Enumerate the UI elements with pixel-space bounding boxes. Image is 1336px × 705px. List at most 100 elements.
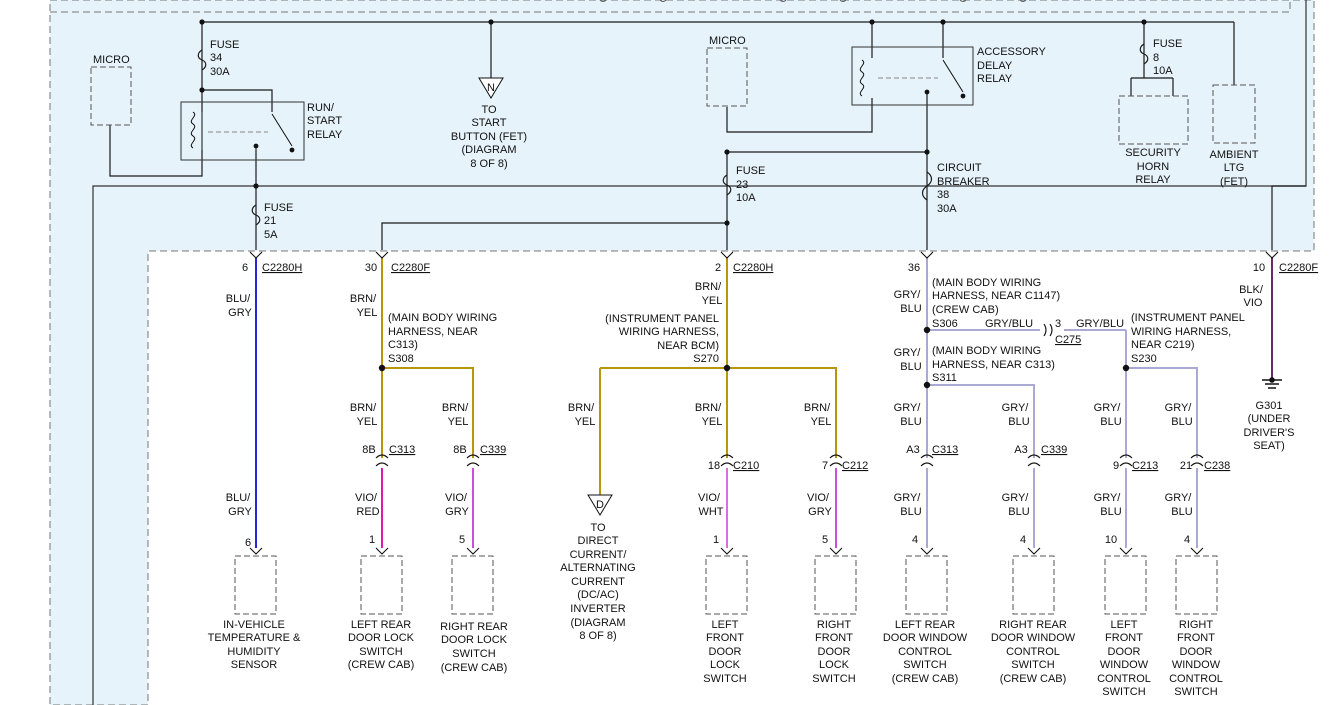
svg-text:SWITCH: SWITCH <box>1102 686 1145 698</box>
svg-text:DOOR WINDOW: DOOR WINDOW <box>991 632 1076 644</box>
svg-text:DOOR WINDOW: DOOR WINDOW <box>883 632 968 644</box>
svg-text:VIO: VIO <box>1244 297 1263 309</box>
svg-text:SWITCH: SWITCH <box>703 673 746 685</box>
svg-text:(CREW CAB): (CREW CAB) <box>892 673 959 685</box>
svg-text:21: 21 <box>1180 460 1192 472</box>
svg-text:RUN/: RUN/ <box>307 102 335 114</box>
svg-text:HARNESS, NEAR C313): HARNESS, NEAR C313) <box>932 359 1055 371</box>
svg-text:BLU: BLU <box>1100 506 1121 518</box>
svg-text:SEAT): SEAT) <box>1253 440 1285 452</box>
component-boxes <box>234 555 1218 615</box>
svg-text:RIGHT: RIGHT <box>1179 619 1214 631</box>
fuse-23-label: FUSE 23 10A <box>736 165 765 204</box>
svg-text:WIRING HARNESS,: WIRING HARNESS, <box>619 326 719 338</box>
svg-text:(MAIN BODY WIRING: (MAIN BODY WIRING <box>932 277 1041 289</box>
svg-text:9: 9 <box>1113 460 1119 472</box>
svg-text:FUSE: FUSE <box>210 39 239 51</box>
svg-text:BRN/: BRN/ <box>695 281 722 293</box>
svg-text:ALTERNATING: ALTERNATING <box>560 562 635 574</box>
svg-text:GRY: GRY <box>228 307 252 319</box>
svg-text:4: 4 <box>912 534 918 546</box>
svg-text:YEL: YEL <box>702 416 723 428</box>
svg-text:WINDOW: WINDOW <box>1172 659 1221 671</box>
svg-text:BRN/: BRN/ <box>568 402 595 414</box>
svg-text:SWITCH: SWITCH <box>1011 659 1054 671</box>
svg-text:ACCESSORY: ACCESSORY <box>977 46 1047 58</box>
svg-text:G301: G301 <box>1256 400 1283 412</box>
svg-text:NEAR BCM): NEAR BCM) <box>657 340 719 352</box>
svg-text:LEFT REAR: LEFT REAR <box>895 619 955 631</box>
svg-text:BRN/: BRN/ <box>442 402 469 414</box>
svg-text:YEL: YEL <box>448 416 469 428</box>
ground-g301: G301 (UNDER DRIVER'S SEAT) <box>1244 377 1295 452</box>
svg-text:GRY/: GRY/ <box>894 492 922 504</box>
svg-text:10A: 10A <box>1153 65 1173 77</box>
svg-text:BLK/: BLK/ <box>1239 284 1264 296</box>
svg-text:NEAR C219): NEAR C219) <box>1131 339 1195 351</box>
svg-text:DOOR: DOOR <box>818 646 851 658</box>
svg-text:10: 10 <box>1253 262 1265 274</box>
svg-text:WINDOW: WINDOW <box>1100 659 1149 671</box>
svg-text:BREAKER: BREAKER <box>937 176 990 188</box>
offpage-d: D TO DIRECT CURRENT/ ALTERNATING CURRENT… <box>560 494 636 642</box>
svg-text:(CREW CAB): (CREW CAB) <box>1000 673 1067 685</box>
svg-text:LEFT: LEFT <box>1111 619 1138 631</box>
svg-text:6: 6 <box>245 537 251 549</box>
svg-text:5: 5 <box>459 534 465 546</box>
svg-text:BLU: BLU <box>1008 416 1029 428</box>
svg-text:LOCK: LOCK <box>710 659 741 671</box>
svg-text:BLU: BLU <box>900 361 921 373</box>
svg-text:8 OF 8): 8 OF 8) <box>470 158 507 170</box>
svg-text:GRY/BLU: GRY/BLU <box>985 318 1033 330</box>
svg-text:A3: A3 <box>906 444 919 456</box>
svg-text:CIRCUIT: CIRCUIT <box>937 162 982 174</box>
svg-text:DOOR LOCK: DOOR LOCK <box>441 634 508 646</box>
svg-text:C339: C339 <box>480 444 506 456</box>
micro-left-label: MICRO <box>93 54 130 66</box>
svg-text:YEL: YEL <box>357 416 378 428</box>
component-labels: IN-VEHICLE TEMPERATURE & HUMIDITY SENSOR… <box>208 619 1223 698</box>
svg-text:8B: 8B <box>362 444 375 456</box>
svg-text:DOOR: DOOR <box>1180 646 1213 658</box>
svg-text:(CREW CAB): (CREW CAB) <box>441 662 508 674</box>
svg-text:RELAY: RELAY <box>977 73 1013 85</box>
svg-text:SWITCH: SWITCH <box>1174 686 1217 698</box>
svg-text:GRY/: GRY/ <box>1094 402 1122 414</box>
svg-text:1: 1 <box>369 534 375 546</box>
panel-wiring <box>109 21 1306 250</box>
svg-text:TO: TO <box>590 522 606 534</box>
svg-text:DOOR: DOOR <box>709 646 742 658</box>
svg-text:C2280F: C2280F <box>391 262 430 274</box>
splice-s230-note: (INSTRUMENT PANEL WIRING HARNESS, NEAR C… <box>1131 312 1245 365</box>
svg-text:VIO/: VIO/ <box>355 492 378 504</box>
svg-text:10A: 10A <box>736 192 756 204</box>
svg-text:DELAY: DELAY <box>977 60 1013 72</box>
svg-text:C213: C213 <box>1132 460 1158 472</box>
svg-text:FUSE: FUSE <box>736 165 765 177</box>
svg-text:S306: S306 <box>932 318 958 330</box>
svg-text:BLU/: BLU/ <box>226 492 251 504</box>
svg-text:(DIAGRAM: (DIAGRAM <box>571 617 626 629</box>
svg-text:34: 34 <box>210 52 222 64</box>
svg-text:6: 6 <box>242 262 248 274</box>
svg-text:VIO/: VIO/ <box>698 492 721 504</box>
svg-text:GRY: GRY <box>445 506 469 518</box>
svg-text:GRY/BLU: GRY/BLU <box>1076 318 1124 330</box>
ambient-label: AMBIENT LTG (FET) <box>1210 149 1259 188</box>
svg-text:VIO/: VIO/ <box>445 492 468 504</box>
svg-text:8B: 8B <box>453 444 466 456</box>
svg-text:DRIVER'S: DRIVER'S <box>1244 427 1295 439</box>
svg-text:S230: S230 <box>1131 353 1157 365</box>
svg-text:GRY: GRY <box>808 506 832 518</box>
pdc-panel <box>49 0 1315 705</box>
svg-text:BRN/: BRN/ <box>350 293 377 305</box>
colored-wires <box>255 258 1273 548</box>
micro-right-label: MICRO <box>709 35 746 47</box>
svg-text:8 OF 8): 8 OF 8) <box>579 630 616 642</box>
svg-text:5A: 5A <box>264 229 278 241</box>
svg-text:5: 5 <box>822 534 828 546</box>
svg-text:A3: A3 <box>1014 444 1027 456</box>
svg-text:30: 30 <box>365 262 377 274</box>
svg-text:7: 7 <box>822 460 828 472</box>
fuse-21-label: FUSE 21 5A <box>264 202 293 241</box>
